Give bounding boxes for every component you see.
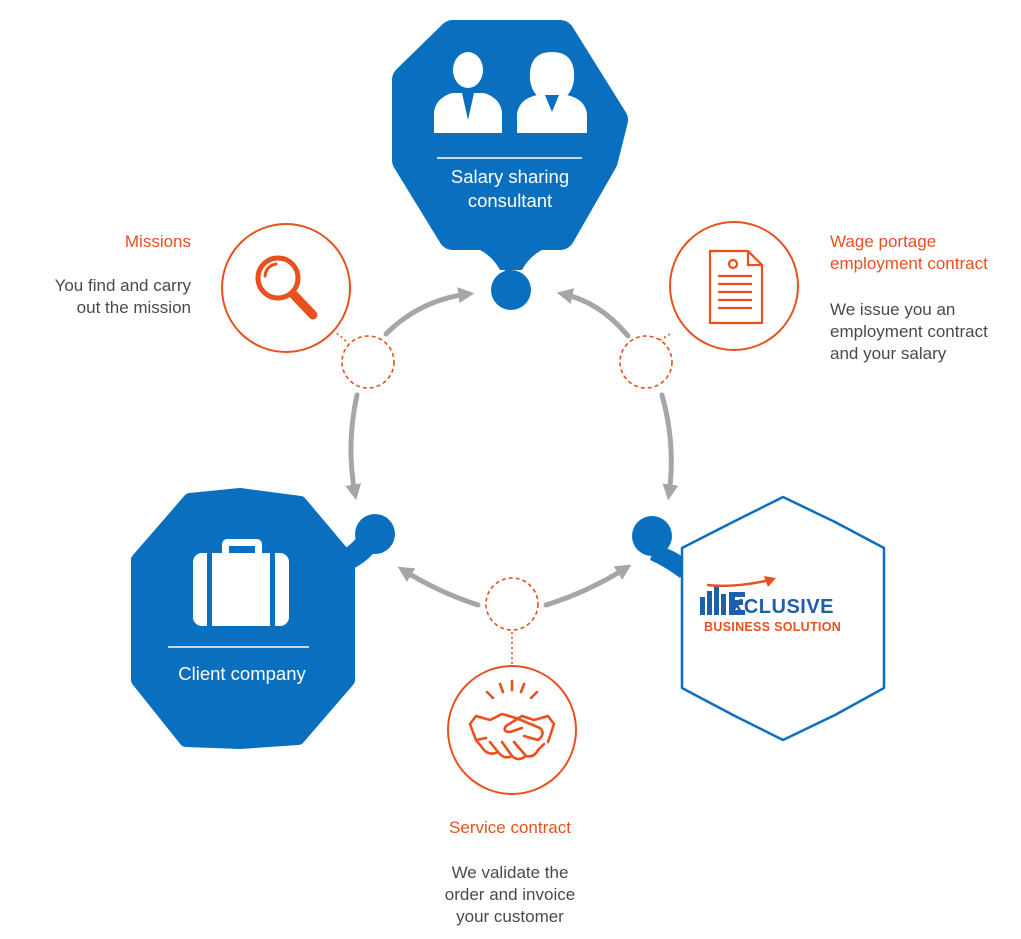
connector-wage bbox=[651, 333, 671, 346]
people-icon bbox=[434, 52, 587, 133]
arrow-service-to-client bbox=[397, 566, 481, 608]
missions-text: You find and carry out the mission bbox=[54, 276, 191, 317]
client-node bbox=[131, 488, 395, 749]
client-anchor-dot bbox=[355, 514, 395, 554]
service-title: Service contract bbox=[449, 818, 571, 837]
node-dot-missions bbox=[341, 335, 395, 389]
company-anchor-dot bbox=[632, 516, 672, 556]
arrow-wage-to-consultant bbox=[556, 288, 631, 339]
consultant-node bbox=[392, 20, 628, 310]
node-dot-wage bbox=[619, 335, 673, 389]
arrow-missions-to-consultant bbox=[383, 287, 475, 337]
node-dot-service bbox=[485, 577, 539, 631]
connector-missions bbox=[332, 329, 348, 343]
arrow-service-to-company bbox=[543, 564, 632, 608]
arrow-wage-to-company bbox=[659, 392, 679, 501]
service-text: We validate the order and invoice your c… bbox=[444, 863, 576, 926]
company-hexagon bbox=[680, 495, 886, 742]
company-logo-tagline: BUSINESS SOLUTION bbox=[704, 620, 842, 634]
wage-text: We issue you an employment contract and … bbox=[830, 300, 988, 363]
client-label: Client company bbox=[178, 663, 306, 684]
magnifier-icon bbox=[255, 255, 318, 320]
handshake-icon bbox=[468, 679, 556, 761]
company-node bbox=[632, 495, 886, 742]
briefcase-icon bbox=[193, 539, 289, 626]
company-logo-wordmark: XCLUSIVE bbox=[730, 596, 835, 618]
consultant-label: Salary sharing consultant bbox=[450, 166, 570, 211]
missions-circle bbox=[221, 223, 351, 353]
missions-step bbox=[221, 223, 351, 353]
wage-circle bbox=[669, 221, 799, 351]
wage-step bbox=[669, 221, 799, 351]
service-step bbox=[447, 665, 577, 795]
flow-arrows bbox=[345, 287, 679, 608]
missions-title: Missions bbox=[124, 232, 191, 251]
arrow-missions-to-client bbox=[345, 392, 362, 501]
document-icon bbox=[708, 249, 764, 325]
consultant-anchor-dot bbox=[491, 270, 531, 310]
wage-title: Wage portage employment contract bbox=[830, 232, 988, 273]
company-logo-icon bbox=[700, 576, 776, 615]
